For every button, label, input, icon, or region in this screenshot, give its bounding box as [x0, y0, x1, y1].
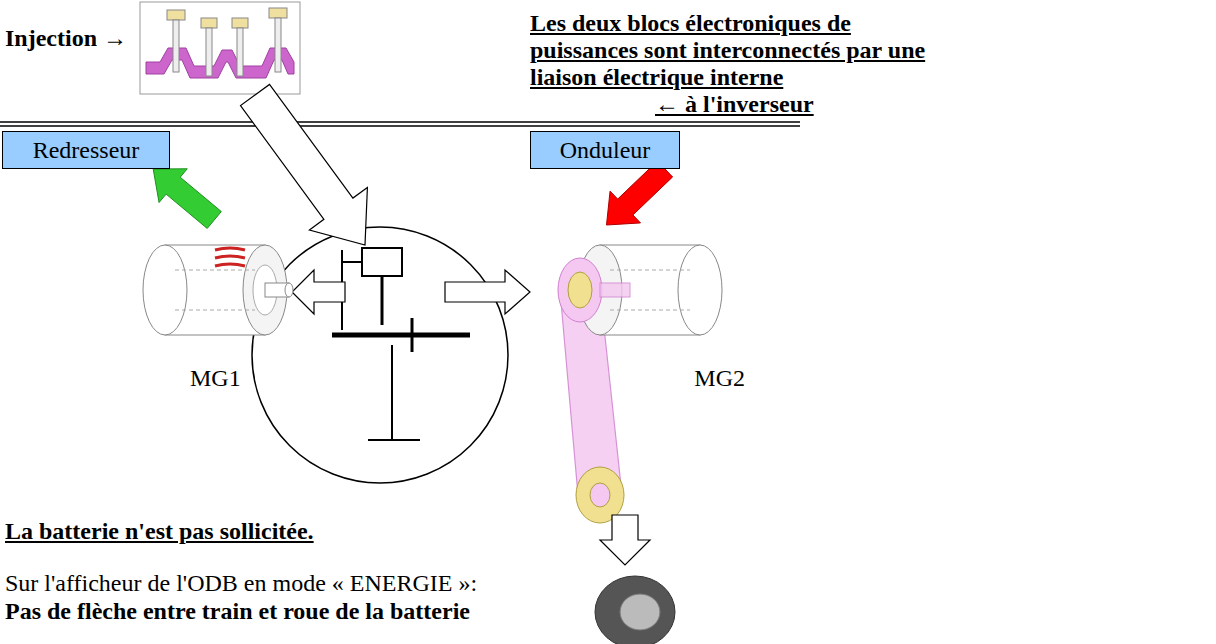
injector-head [167, 10, 185, 20]
shaft-end [285, 283, 293, 297]
mg1-motor [143, 245, 293, 335]
injector-frame [140, 2, 300, 94]
motor-generator: MG2 [545, 225, 750, 400]
battery-note: La batterie n'est pas sollicitée. [5, 518, 314, 545]
motor-generator: MG1 [140, 220, 305, 400]
injector-head [201, 18, 217, 28]
gear-line [391, 345, 393, 440]
drive-gear [568, 272, 592, 308]
fuel-rail [146, 48, 294, 78]
mg2-motor [558, 245, 722, 335]
power-flow-arrow [153, 169, 221, 229]
display-note: Pas de flèche entre train et roue de la … [5, 598, 470, 625]
injector-body [206, 28, 212, 76]
separator-line [0, 121, 800, 123]
separator-line [0, 125, 800, 127]
motor-end [143, 245, 187, 335]
node-text: Onduleur [560, 137, 651, 164]
planetary-gear-schematic [332, 248, 470, 440]
injector-body [237, 28, 243, 76]
power-split-circle [252, 227, 508, 483]
motor-coil [215, 248, 245, 266]
wheel-rim [620, 594, 660, 630]
gear-line [368, 439, 420, 441]
inverter-box: Onduleur [530, 131, 680, 169]
display-note: Sur l'afficheur de l'ODB en mode « ENERG… [5, 570, 477, 597]
injection-power-arrow [241, 84, 368, 245]
injectors [167, 8, 287, 76]
injector-body [275, 18, 281, 72]
injector-body [173, 20, 179, 72]
rectifier-box: Redresseur [2, 131, 170, 169]
wheel-tyre [595, 576, 675, 644]
motor-end [678, 245, 722, 335]
carrier-block [362, 248, 402, 276]
power-arrow-right [445, 270, 530, 314]
heading-note: Les deux blocs électroniques de puissanc… [530, 10, 945, 91]
injector-head [232, 18, 248, 28]
motor-shaft [600, 283, 630, 297]
node-text: Redresseur [33, 137, 140, 164]
drive-pulley [558, 258, 602, 322]
output-power-arrow [600, 515, 650, 565]
injector-head [269, 8, 287, 18]
inverter-note: ← à l'inverseur [655, 91, 814, 118]
gear-line [411, 318, 414, 352]
power-flow-arrow [607, 161, 673, 225]
gear-shaft [332, 333, 470, 338]
power-arrow-left [292, 270, 345, 314]
lower-gear-hub [590, 483, 610, 507]
gear-line [381, 276, 384, 325]
gear-line [342, 261, 362, 263]
node-text: MG1 [190, 365, 241, 392]
node-text: MG2 [694, 365, 745, 392]
motor-hidden-line [175, 270, 255, 310]
injection-label: Injection → [5, 25, 127, 52]
